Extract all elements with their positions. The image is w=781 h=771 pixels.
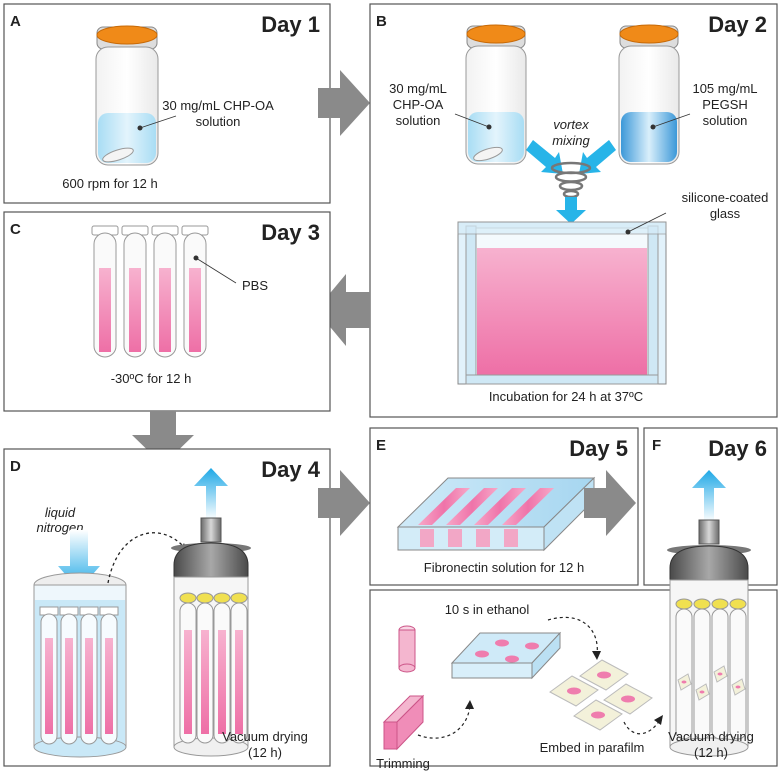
- panel-f: F Day 6: [643, 427, 778, 760]
- glass-line1: silicone-coated: [682, 190, 769, 205]
- vortex-mixing-icon: [526, 140, 616, 224]
- liquid-nitrogen-bath-icon: [33, 572, 127, 758]
- panel-c-letter: C: [10, 221, 21, 238]
- panel-b-letter: B: [376, 13, 387, 30]
- vial-b-left-leader: [454, 113, 490, 128]
- panel-e-letter: E: [376, 437, 386, 454]
- vortex-line2: mixing: [552, 133, 590, 148]
- trimming-icon: [382, 625, 425, 751]
- panel-b-day: Day 2: [708, 12, 767, 37]
- panel-a-letter: A: [10, 13, 21, 30]
- ethanol-arrowhead-icon: [592, 651, 601, 660]
- vial-pegsh-icon: [618, 24, 680, 165]
- panel-d-letter: D: [10, 458, 21, 475]
- glass-leader-dot: [625, 229, 631, 235]
- ethanol-label: 10 s in ethanol: [445, 602, 530, 617]
- pbs-label: PBS: [242, 278, 268, 293]
- vial-a-leader: [139, 115, 177, 129]
- arrow-d-to-e-icon: [318, 470, 370, 536]
- trim-dashed-arrow: [417, 704, 471, 739]
- solution-a-line2: solution: [196, 114, 241, 129]
- panel-d: D Day 4 liquid nitrogen: [3, 448, 331, 767]
- solution-a-line1: 30 mg/mL CHP-OA: [162, 98, 274, 113]
- ethanol-tray-icon: [450, 631, 562, 680]
- pbs-tubes-icon: [91, 225, 209, 358]
- pbs-leader: [195, 257, 237, 284]
- vial-chp-oa-icon: [465, 24, 527, 165]
- glass-leader: [627, 212, 667, 233]
- panel-b: B Day 2 30 mg/mL CHP-OA solution 105 mg/…: [369, 3, 778, 418]
- pbs-leader-dot: [193, 255, 199, 261]
- embed-arrowhead-icon: [654, 715, 663, 725]
- arrow-b-to-c-icon: [316, 274, 370, 346]
- panel-a-caption: 600 rpm for 12 h: [62, 176, 157, 191]
- nitrogen-line1: liquid: [45, 505, 76, 520]
- trim-arrowhead-icon: [465, 700, 474, 709]
- b-left-line3: solution: [396, 113, 441, 128]
- panel-c-caption: -30ºC for 12 h: [111, 371, 192, 386]
- b-right-line3: solution: [703, 113, 748, 128]
- b-left-line1: 30 mg/mL: [389, 81, 447, 96]
- transfer-dashed-arrow: [107, 532, 186, 584]
- vial-a-leader-dot: [137, 125, 143, 131]
- panel-a-frame: [3, 3, 331, 204]
- parafilm-icon: [549, 659, 653, 731]
- panel-a: A Day 1 30 mg/mL CHP-OA solution 600 rpm…: [3, 3, 331, 204]
- fibronectin-tray-icon: [396, 476, 596, 552]
- b-right-line2: PEGSH: [702, 97, 748, 112]
- panel-e-caption: Fibronectin solution for 12 h: [424, 560, 584, 575]
- panel-b-caption: Incubation for 24 h at 37ºC: [489, 389, 643, 404]
- panel-f-letter: F: [652, 437, 661, 454]
- trimming-label: Trimming: [376, 756, 430, 771]
- arrow-e-to-f-icon: [584, 470, 636, 536]
- vacuum-chamber-f-icon: [667, 470, 751, 757]
- vial-b-left-leader-dot: [486, 124, 492, 130]
- embed-label: Embed in parafilm: [540, 740, 645, 755]
- panel-c: C Day 3: [3, 211, 331, 412]
- panel-e-day: Day 5: [569, 436, 628, 461]
- panel-f-day: Day 6: [708, 436, 767, 461]
- arrow-a-to-b-icon: [318, 70, 370, 136]
- vial-b-right-leader: [652, 113, 691, 128]
- arrow-c-to-d-icon: [132, 411, 194, 465]
- panel-f-caption-line2: (12 h): [694, 745, 728, 760]
- panel-c-day: Day 3: [261, 220, 320, 245]
- panel-d-day: Day 4: [261, 457, 320, 482]
- panel-a-day: Day 1: [261, 12, 320, 37]
- panel-d-caption-line1: Vacuum drying: [222, 729, 308, 744]
- ethanol-dashed-arrow: [547, 616, 598, 656]
- vortex-line1: vortex: [553, 117, 589, 132]
- b-right-line1: 105 mg/mL: [692, 81, 757, 96]
- panel-d-caption-line2: (12 h): [248, 745, 282, 760]
- vial-b-right-leader-dot: [650, 124, 656, 130]
- panel-f-caption-line1: Vacuum drying: [668, 729, 754, 744]
- glass-mold-icon: [457, 221, 667, 385]
- panel-e: E Day 5 Fibronectin solution for 12 h: [369, 427, 639, 586]
- b-left-line2: CHP-OA: [393, 97, 444, 112]
- glass-line2: glass: [710, 206, 741, 221]
- vacuum-chamber-icon: [171, 468, 251, 757]
- vial-chp-oa-icon: [95, 25, 159, 166]
